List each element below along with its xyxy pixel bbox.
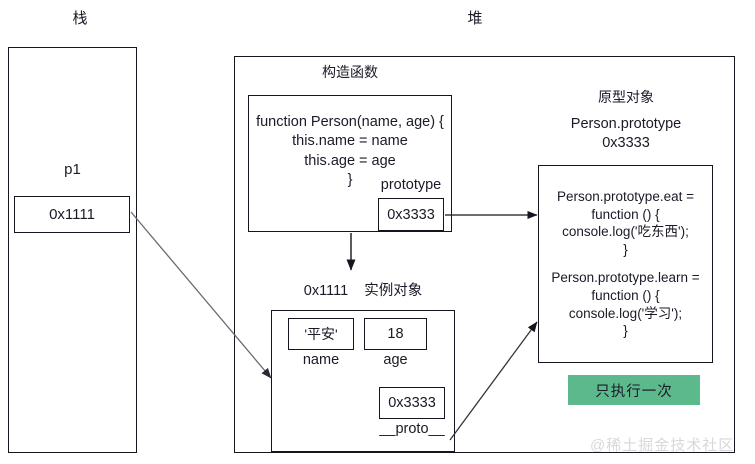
prototype-object-code-box: Person.prototype.eat = function () { con… bbox=[538, 165, 713, 363]
prototype-object-address: 0x3333 bbox=[602, 135, 650, 151]
prototype-code-line-1: function () { bbox=[591, 206, 660, 222]
prototype-object-title: 原型对象 bbox=[598, 89, 654, 105]
execute-once-badge: 只执行一次 bbox=[568, 375, 700, 405]
constructor-prototype-value: 0x3333 bbox=[378, 198, 444, 231]
instance-title: 实例对象 bbox=[364, 283, 423, 299]
prototype-field-label: prototype bbox=[380, 177, 442, 193]
prototype-code-line-6: function () { bbox=[591, 287, 660, 303]
watermark: @稀土掘金技术社区 bbox=[590, 437, 735, 454]
constructor-code-line-2: this.age = age bbox=[304, 152, 396, 169]
prototype-code-line-5: Person.prototype.learn = bbox=[551, 270, 700, 285]
prototype-code-line-2: console.log('吃东西'); bbox=[562, 224, 689, 240]
prototype-code-line-0: Person.prototype.eat = bbox=[557, 188, 694, 204]
constructor-code-box: function Person(name, age) { this.name =… bbox=[248, 95, 452, 232]
prototype-object-name: Person.prototype bbox=[570, 116, 682, 132]
instance-heading: 0x1111 实例对象 bbox=[271, 283, 455, 300]
constructor-code-line-3: } bbox=[347, 171, 353, 188]
instance-proto-label: __proto__ bbox=[379, 421, 445, 437]
constructor-title: 构造函数 bbox=[322, 64, 378, 80]
instance-field-name-label: name bbox=[302, 352, 340, 368]
stack-variable-label: p1 bbox=[64, 161, 81, 178]
instance-proto-value: 0x3333 bbox=[379, 387, 445, 419]
stack-pointer-value: 0x1111 bbox=[14, 196, 130, 233]
constructor-code-line-1: this.name = name bbox=[292, 133, 408, 150]
prototype-code-line-7: console.log('学习'); bbox=[568, 305, 683, 321]
stack-container bbox=[8, 47, 137, 453]
instance-field-age-value: 18 bbox=[364, 318, 427, 350]
prototype-code-line-8: } bbox=[623, 323, 628, 339]
heap-title: 堆 bbox=[467, 10, 483, 27]
instance-field-age-label: age bbox=[383, 352, 408, 368]
instance-address: 0x1111 bbox=[303, 283, 349, 299]
prototype-code-line-3: } bbox=[623, 242, 628, 258]
instance-field-name-value: '平安' bbox=[288, 318, 354, 350]
stack-title: 栈 bbox=[72, 10, 88, 27]
constructor-code-line-0: function Person(name, age) { bbox=[256, 114, 444, 131]
